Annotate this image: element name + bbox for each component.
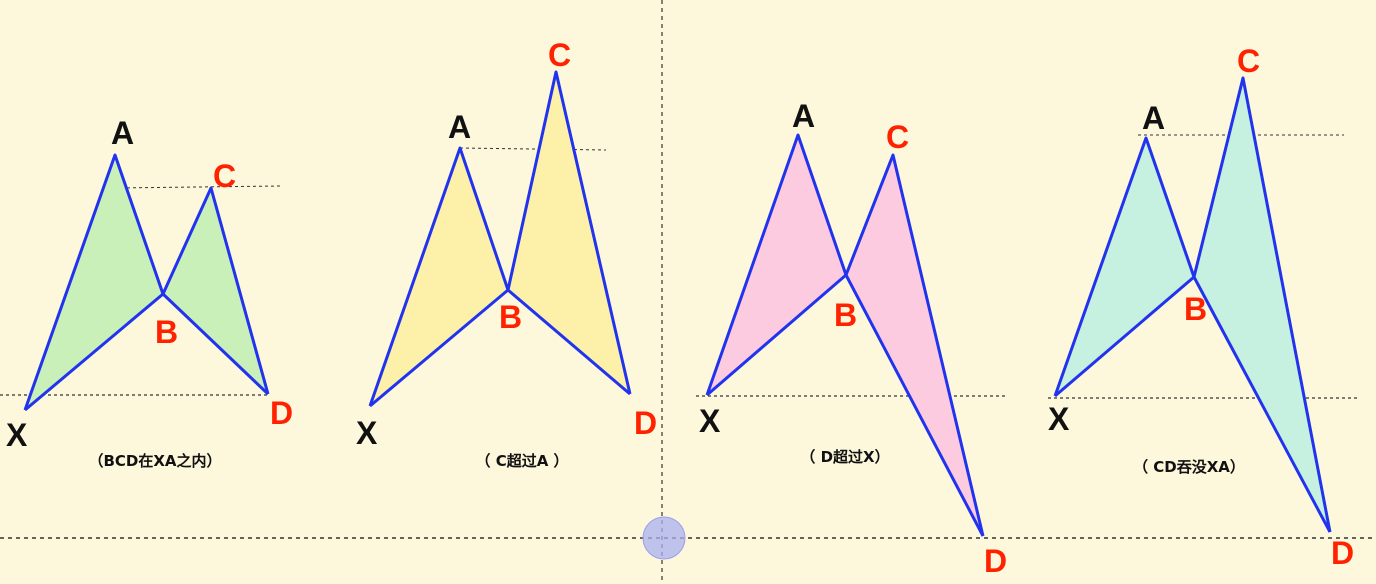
panel-1-label-x: X: [6, 417, 28, 453]
panel-3-label-d: D: [984, 543, 1007, 579]
panel-1-a-level-line: [114, 185, 281, 189]
panel-1-label-a: A: [111, 115, 134, 151]
panel-4-caption: （ CD吞没XA）: [1133, 458, 1245, 476]
cursor-highlight: [642, 516, 686, 560]
panel-4-xab-triangle: [1055, 138, 1194, 396]
panel-1-label-b: B: [155, 314, 178, 350]
panel-4-label-b: B: [1184, 291, 1207, 327]
panel-3-bd-line: [844, 274, 985, 537]
panel-1-bcd-triangle: [163, 188, 268, 394]
panel-1-caption: （BCD在XA之内）: [88, 452, 221, 470]
panel-3: X A B C D （ D超过X）: [696, 98, 1007, 579]
panel-4-label-a: A: [1142, 100, 1165, 136]
panel-2-label-c: C: [548, 37, 571, 73]
panel-3-xab-triangle: [707, 135, 846, 395]
panel-1-xb-line: [24, 292, 164, 412]
panel-1-label-d: D: [270, 395, 293, 431]
panel-1-label-c: C: [213, 158, 236, 194]
panel-1-xab-triangle: [25, 155, 163, 410]
panel-3-label-a: A: [792, 98, 815, 134]
panel-2-a-level-line: [459, 147, 607, 151]
panel-4-bd-line: [1192, 276, 1332, 533]
panel-4-label-c: C: [1237, 43, 1260, 79]
panel-4-xb-line: [1054, 275, 1195, 398]
panel-2-bd-line: [507, 288, 631, 396]
panel-2-bcd-triangle: [508, 72, 630, 394]
panel-2-xb-line: [369, 288, 509, 408]
panel-4: X A B C D （ CD吞没XA）: [1048, 43, 1360, 571]
panel-2-label-x: X: [356, 415, 378, 451]
panel-2-label-a: A: [448, 109, 471, 145]
panel-1-bd-line: [161, 292, 270, 396]
panel-3-xb-line: [706, 273, 847, 397]
panel-4-label-x: X: [1048, 401, 1070, 437]
panel-2: X A B C D （ C超过A ）: [356, 37, 657, 470]
panel-3-label-b: B: [834, 297, 857, 333]
panel-3-bcd-triangle: [846, 155, 983, 536]
panel-2-label-d: D: [634, 405, 657, 441]
panel-4-label-d: D: [1331, 535, 1354, 571]
panel-3-label-c: C: [886, 119, 909, 155]
panel-2-caption: （ C超过A ）: [475, 452, 568, 470]
panel-3-caption: （ D超过X）: [800, 448, 889, 466]
panel-3-label-x: X: [699, 403, 721, 439]
panel-1: X A B C D （BCD在XA之内）: [0, 115, 293, 470]
panel-2-label-b: B: [499, 299, 522, 335]
panel-2-xab-triangle: [370, 148, 508, 406]
panel-4-bcd-triangle: [1194, 78, 1330, 532]
